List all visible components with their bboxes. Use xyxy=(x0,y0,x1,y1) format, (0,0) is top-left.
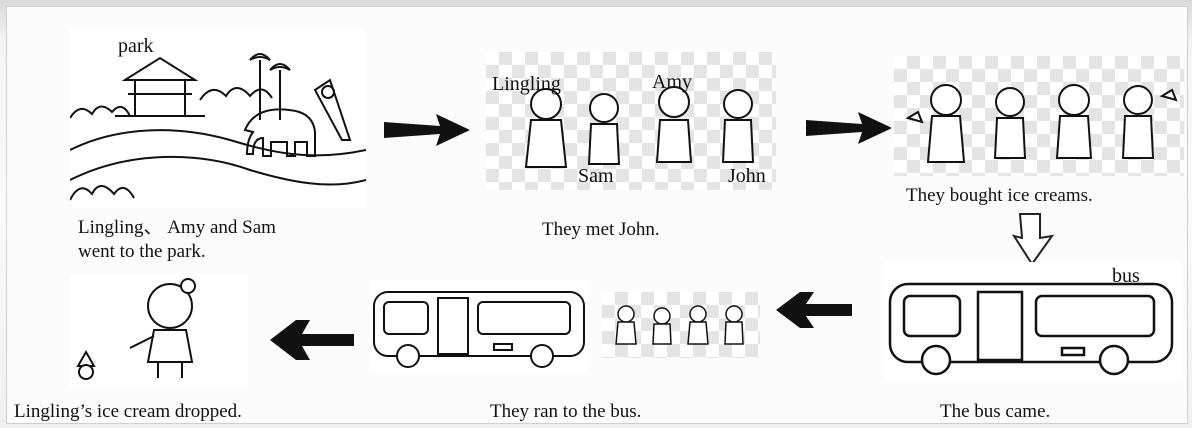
bus-came-panel: bus xyxy=(884,262,1182,380)
sam-label: Sam xyxy=(578,165,614,187)
left-arrow-icon xyxy=(270,318,354,362)
right-arrow-icon xyxy=(806,110,892,146)
ran-bus-panel xyxy=(370,280,588,372)
park-panel: park xyxy=(70,30,366,208)
children-illustration xyxy=(524,86,755,168)
meet-john-panel: Lingling Amy Sam John xyxy=(486,52,776,190)
ice-cream-panel xyxy=(894,56,1184,176)
amy-label: Amy xyxy=(652,71,692,93)
john-label: John xyxy=(728,165,766,187)
running-children-panel xyxy=(602,292,760,358)
ice-cream-caption: They bought ice creams. xyxy=(906,185,1093,206)
left-arrow-icon xyxy=(776,290,852,330)
bus-icon xyxy=(888,282,1174,376)
dropped-panel xyxy=(70,274,248,386)
dropped-caption: Lingling’s ice cream dropped. xyxy=(14,401,242,422)
bus-came-caption: The bus came. xyxy=(940,401,1051,422)
down-arrow-icon xyxy=(1010,212,1058,266)
park-illustration xyxy=(70,53,366,201)
bus-label: bus xyxy=(1112,265,1140,287)
park-label: park xyxy=(118,35,154,57)
park-caption-line1: Lingling、 Amy and Sam xyxy=(78,217,276,238)
bus-icon xyxy=(373,291,585,368)
girl-dropped-ice-cream-illustration xyxy=(76,278,196,380)
ran-caption: They ran to the bus. xyxy=(490,401,642,422)
meet-caption: They met John. xyxy=(542,219,660,240)
running-children-illustration xyxy=(615,305,744,345)
right-arrow-icon xyxy=(384,112,470,148)
park-caption-line2: went to the park. xyxy=(78,241,206,262)
lingling-label: Lingling xyxy=(492,73,561,95)
children-ice-cream-illustration xyxy=(905,84,1178,163)
